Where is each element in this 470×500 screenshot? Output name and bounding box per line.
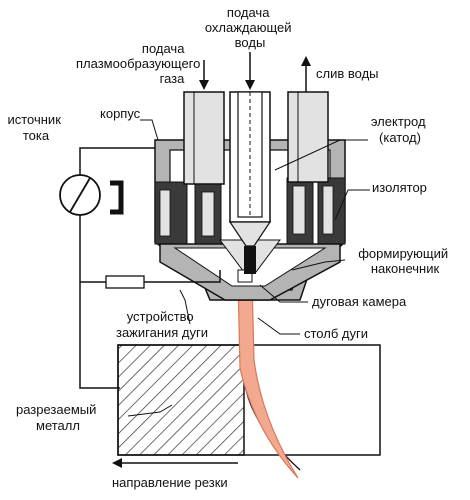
- label-ignition-device: устройство зажигания дуги: [116, 309, 208, 340]
- label-power-source: источник тока: [7, 112, 64, 143]
- label-workpiece: разрезаемый металл: [16, 402, 100, 433]
- insulator-blocks: [154, 177, 346, 245]
- label-cut-direction: направление резки: [112, 475, 228, 490]
- label-forming-nozzle: формирующий наконечник: [358, 246, 452, 276]
- label-water-drain: слив воды: [316, 66, 379, 81]
- label-coolant-supply: подача охлаждающей воды: [205, 5, 295, 50]
- gas-supply-pipe: [183, 91, 225, 185]
- label-insulator: изолятор: [372, 180, 427, 195]
- labels: подача охлаждающей воды подача плазмообр…: [7, 5, 452, 490]
- leader-lines: [127, 119, 370, 417]
- water-drain-pipe: [287, 91, 329, 183]
- label-gas-supply: подача плазмообразующего газа: [76, 41, 204, 86]
- electrode-cathode: [228, 91, 272, 274]
- arc-column: [237, 279, 299, 479]
- label-electrode: электрод (катод): [371, 114, 429, 145]
- ignition-resistor: [105, 275, 145, 289]
- label-arc-chamber: дуговая камера: [312, 294, 407, 309]
- power-circuit: [59, 147, 221, 389]
- label-arc-column: столб дуги: [304, 326, 368, 341]
- label-housing: корпус: [100, 106, 141, 121]
